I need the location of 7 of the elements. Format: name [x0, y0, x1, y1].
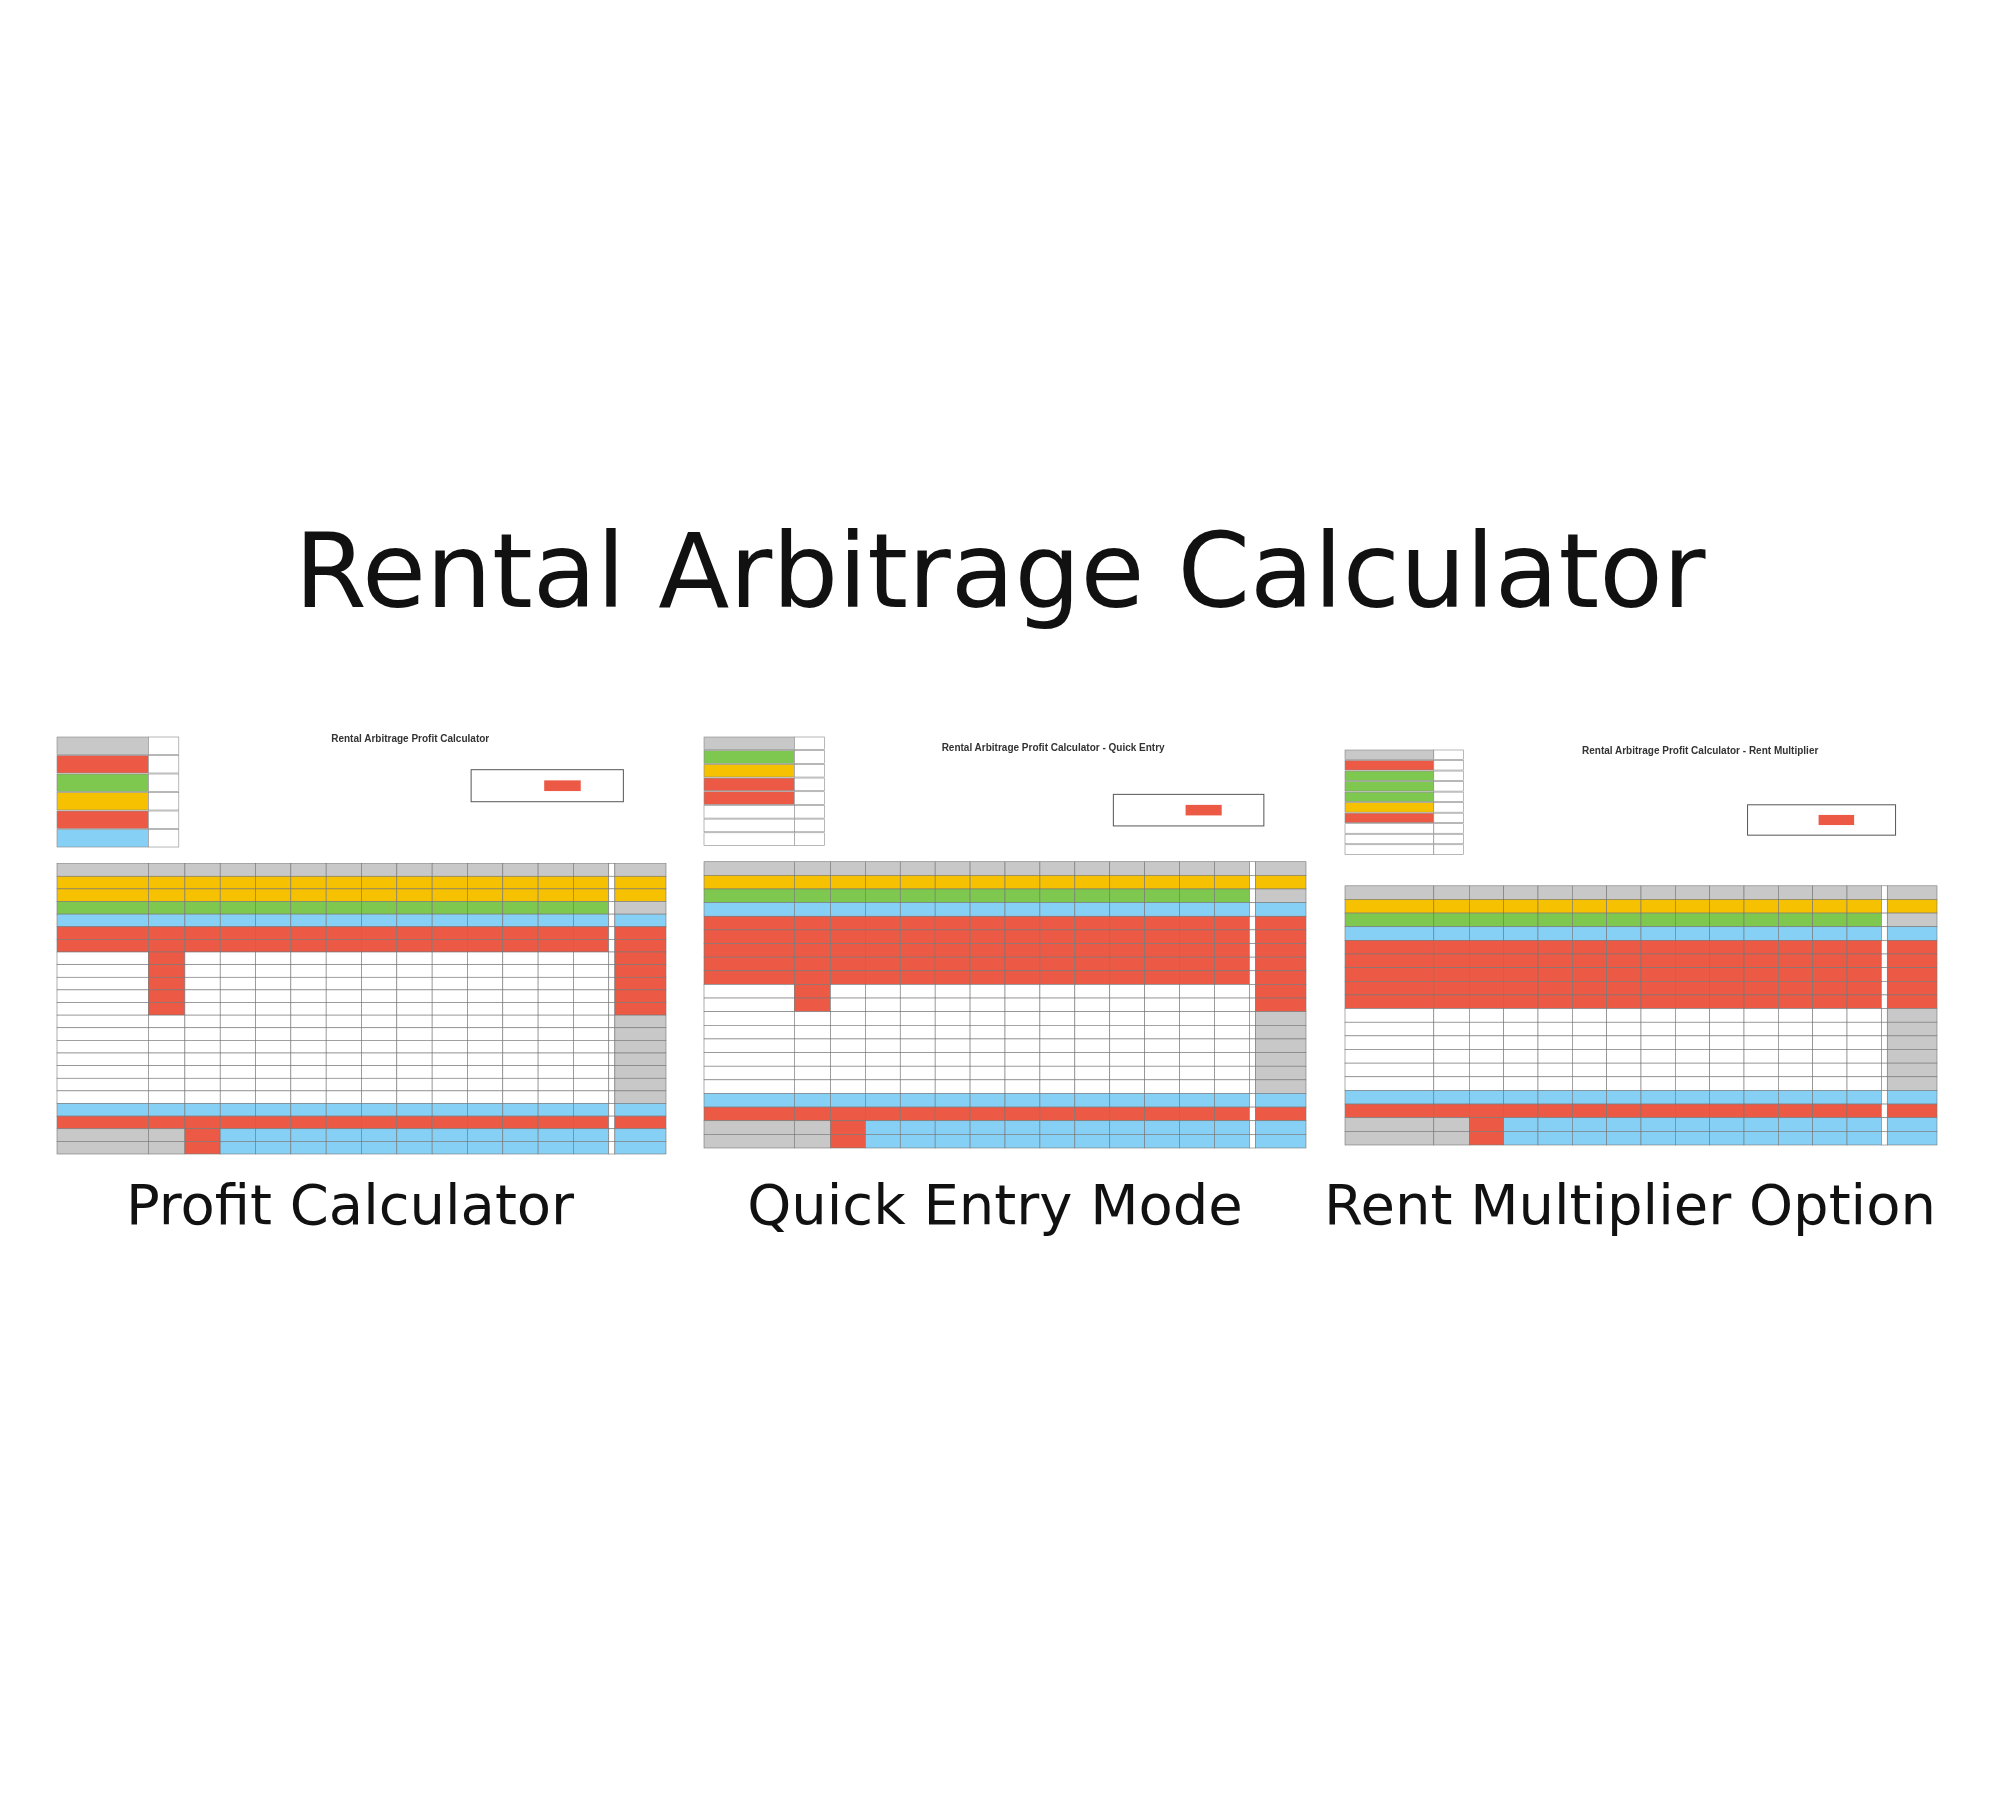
image-caption: Quick Entry Mode: [747, 1172, 1243, 1237]
sheet-title: Rental Arbitrage Profit Calculator - Quick Entry: [941, 742, 1165, 753]
sheet-title: Rental Arbitrage Profit Calculator: [331, 733, 490, 744]
main-title: Rental Arbitrage Calculator: [293, 510, 1707, 632]
sheet-title: Rental Arbitrage Profit Calculator - Rent Multiplier: [1582, 745, 1819, 756]
image-caption: Rent Multiplier Option: [1324, 1172, 1936, 1237]
image-caption: Profit Calculator: [125, 1172, 575, 1237]
